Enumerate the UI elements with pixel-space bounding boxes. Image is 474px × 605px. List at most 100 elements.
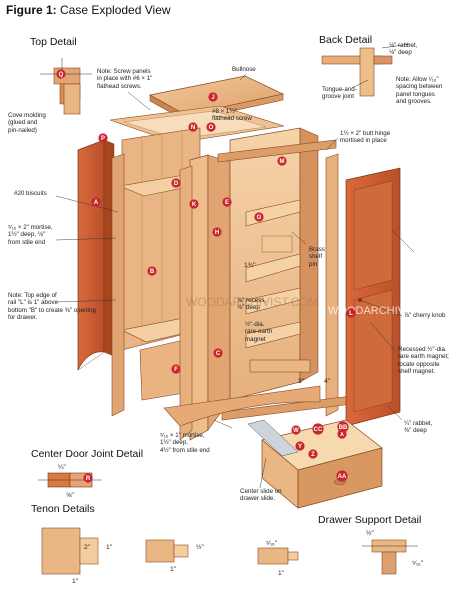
note-allow-spacing: Note: Allow ¹⁄₁₆" spacing between panel …: [396, 76, 443, 106]
svg-text:B: B: [150, 269, 155, 275]
tenon-details-drawing: [41, 527, 299, 575]
dim-4: 4": [324, 378, 331, 385]
svg-text:G: G: [257, 215, 262, 221]
dim-5-16b: ⁵⁄₁₆": [412, 560, 424, 567]
right-door: [345, 167, 401, 427]
dim-1-2b: ½": [366, 530, 374, 537]
drawer: [247, 419, 383, 509]
note-cherry-knob: ⅞" cherry knob: [404, 312, 446, 319]
part-badge-j: J: [208, 92, 218, 102]
note-magnet-left: ½"-dia. rare-earth magnet: [245, 321, 273, 343]
note-screw-panels: Note: Screw panels in place with #6 × 1"…: [97, 68, 153, 90]
figure-label: Figure 1:: [6, 3, 57, 17]
svg-text:O: O: [209, 125, 214, 131]
svg-text:Q: Q: [59, 72, 64, 78]
svg-text:H: H: [215, 230, 219, 236]
center-door-joint-heading: Center Door Joint Detail: [31, 448, 144, 460]
note-cove-molding: Cove molding (glued and pin-nailed): [8, 112, 46, 134]
base-rail: [163, 385, 321, 427]
part-badge-cc: CC: [312, 423, 324, 435]
part-badge-a: A: [91, 197, 101, 207]
part-badge-o: O: [206, 122, 216, 132]
dim-1-3-4: 1¾": [244, 262, 256, 269]
svg-text:Y: Y: [298, 444, 302, 450]
note-tongue-groove: Tongue-and- groove joint: [322, 86, 357, 101]
part-badge-q: Q: [56, 69, 66, 79]
top-detail-drawing: [40, 58, 92, 115]
drawer-support-drawing: [362, 539, 418, 575]
svg-text:M: M: [280, 159, 285, 165]
part-badge-k: K: [189, 199, 199, 209]
part-badge-d: D: [171, 178, 181, 188]
part-badge-m: M: [277, 156, 287, 166]
dim-1-4: ¼": [58, 464, 66, 471]
center-door-joint-drawing: [38, 472, 102, 488]
part-badge-h: H: [212, 227, 222, 237]
svg-text:D: D: [174, 181, 179, 187]
watermark-left: WOODARCHIVIST.COM: [186, 295, 319, 309]
dim-1b: 1": [72, 578, 79, 585]
svg-text:K: K: [192, 202, 197, 208]
part-badge-r: R: [83, 473, 93, 483]
drawer-support-heading: Drawer Support Detail: [318, 514, 422, 526]
part-badge-y: Y: [295, 441, 305, 451]
part-badge-g: G: [254, 212, 264, 222]
note-recess-deep: ⅞" recess, ⅛" deep: [237, 297, 267, 312]
back-detail-heading: Back Detail: [319, 34, 373, 46]
note-brass-pin: Brass shelf pin: [309, 246, 325, 268]
left-side-panel: [77, 139, 115, 371]
dim-5-16: ⁵⁄₁₆": [266, 540, 278, 547]
part-badge-e: E: [222, 197, 232, 207]
note-top-edge: Note: Top edge of rail "L" is 1" above b…: [8, 292, 96, 322]
part-badge-w: W: [291, 425, 301, 435]
note-center-slide: Center slide on drawer slide.: [240, 488, 282, 503]
svg-text:C: C: [216, 351, 221, 357]
svg-text:Z: Z: [311, 452, 315, 458]
tenon-details-heading: Tenon Details: [31, 503, 95, 515]
part-badge-l: L: [346, 308, 356, 318]
back-detail-drawing: [321, 43, 411, 97]
top-detail-heading: Top Detail: [30, 36, 77, 48]
dim-1c: 1": [170, 566, 177, 573]
note-rabbet-back: ⅛" rabbet, ⅛" deep: [389, 42, 418, 57]
svg-text:P: P: [101, 136, 105, 142]
part-badge-n: N: [188, 122, 198, 132]
note-recessed-magnet: Recessed ½"-dia. rare earth magnet; loca…: [398, 346, 449, 376]
dim-3: 3": [298, 378, 305, 385]
note-butt-hinge: 1½ × 2" butt hinge mortised in place: [340, 130, 391, 145]
part-badge-c: C: [213, 348, 223, 358]
svg-text:N: N: [191, 125, 195, 131]
dim-5-8: ⅝": [66, 492, 74, 499]
watermark-right: WOODARCHIVIST.COM: [328, 305, 450, 317]
part-badge-f: F: [171, 364, 181, 374]
part-badge-z: Z: [308, 449, 318, 459]
dim-1-2: ½": [196, 544, 204, 551]
dim-2: 2": [84, 544, 91, 551]
note-bullnose: Bullnose: [232, 66, 256, 73]
note-mortise-bottom: ⁵⁄₁₆ × 1" mortise, 1½" deep, 4½" from st…: [160, 432, 210, 454]
svg-text:CC: CC: [314, 427, 323, 433]
dim-1d: 1": [278, 570, 285, 577]
front-stiles: [179, 153, 339, 441]
svg-text:BB: BB: [339, 425, 348, 431]
note-rabbet-door: ¼" rabbet, ⅜" deep: [404, 420, 433, 435]
dim-1a: 1": [106, 544, 113, 551]
svg-text:AA: AA: [338, 474, 347, 480]
right-shelf-case: [229, 127, 319, 401]
svg-text:A: A: [94, 200, 99, 206]
svg-text:J: J: [211, 95, 214, 101]
figure-title: Figure 1: Case Exploded View: [6, 3, 171, 17]
svg-text:E: E: [225, 200, 229, 206]
note-mortise-stile: ⁵⁄₁₆ × 2" mortise, 1½" deep, ⅛" from sti…: [8, 224, 53, 246]
note-biscuits: #20 biscuits: [14, 190, 47, 197]
svg-text:L: L: [349, 311, 353, 317]
note-flathead-screw: #8 × 1¼" flathead screw: [212, 108, 252, 123]
part-badge-b: B: [147, 266, 157, 276]
svg-text:R: R: [86, 476, 91, 482]
svg-text:W: W: [293, 428, 299, 434]
part-badge-aa: AA: [336, 470, 348, 482]
figure-caption: Case Exploded View: [60, 3, 171, 17]
left-door-stile: [111, 153, 125, 417]
